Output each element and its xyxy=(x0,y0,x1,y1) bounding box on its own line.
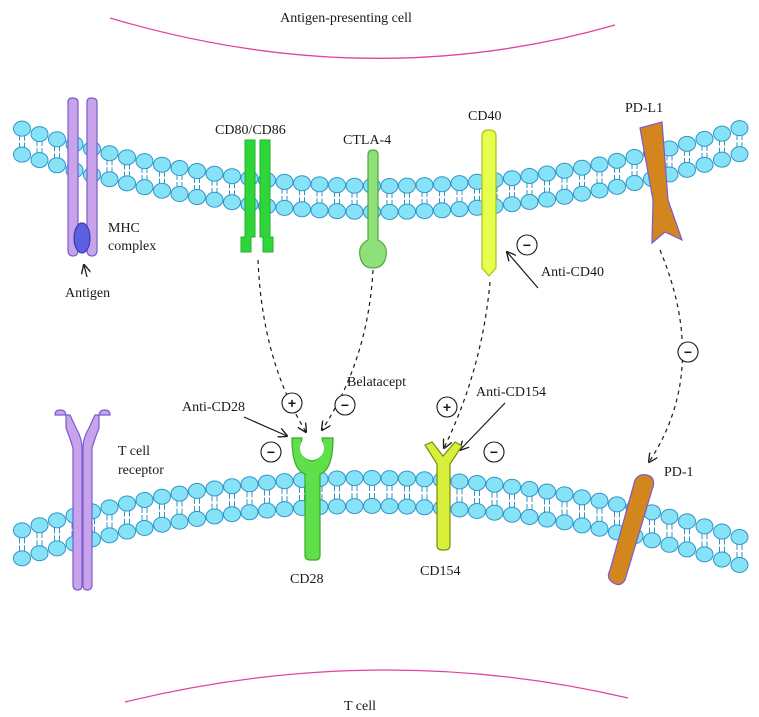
tcell-label: T cell xyxy=(344,699,376,714)
cd80-cd86-label: CD80/CD86 xyxy=(215,123,286,138)
pdl1-to-pd1-arrow xyxy=(649,249,684,462)
anti-cd154-minus-circle xyxy=(483,441,505,463)
cd40-plus-circle xyxy=(436,396,458,418)
costim-plus-circle xyxy=(281,392,303,414)
pdl1-receptor xyxy=(639,121,684,245)
cd154-receptor xyxy=(424,441,463,551)
anti-cd40-minus-sign: − xyxy=(523,237,531,253)
anti-cd154-label: Anti-CD154 xyxy=(476,385,546,400)
anti-cd28-arrow xyxy=(243,416,287,436)
anti-cd28-minus-sign: − xyxy=(267,444,275,460)
cd154-label: CD154 xyxy=(420,564,460,579)
costim-plus-sign: + xyxy=(288,395,296,411)
anti-cd40-arrow xyxy=(507,252,539,289)
belatacept-label: Belatacept xyxy=(347,375,406,390)
anti-cd28-minus-circle xyxy=(260,441,282,463)
ctla4-receptor xyxy=(359,149,387,269)
mhc-complex-label-2: complex xyxy=(108,239,156,254)
tcr-label-2: receptor xyxy=(118,463,164,478)
tcr-label: T cell xyxy=(118,444,150,459)
antigen-peptide xyxy=(73,222,91,254)
cd80-to-cd28-arrow xyxy=(257,259,306,432)
cd28-receptor xyxy=(291,436,334,561)
anti-cd154-minus-sign: − xyxy=(490,444,498,460)
pd1-minus-sign: − xyxy=(684,344,692,360)
ctla4-label: CTLA-4 xyxy=(343,133,391,148)
cd28-label: CD28 xyxy=(290,572,323,587)
belatacept-minus-sign: − xyxy=(341,397,349,413)
cd40-to-cd154-arrow xyxy=(444,281,491,448)
antigen-pointer xyxy=(84,265,87,278)
tcell-outline xyxy=(124,669,629,703)
t-cell-receptor xyxy=(54,409,111,591)
anti-cd40-label: Anti-CD40 xyxy=(541,265,604,280)
antigen-label: Antigen xyxy=(65,286,110,301)
pd1-minus-circle xyxy=(677,341,699,363)
pdl1-label: PD-L1 xyxy=(625,101,663,116)
anti-cd154-arrow xyxy=(460,402,506,450)
pd1-receptor xyxy=(607,474,655,586)
cd40-receptor xyxy=(481,129,497,277)
apc-cell-label: Antigen-presenting cell xyxy=(280,11,412,26)
mhc-complex xyxy=(67,97,98,257)
pd1-label: PD-1 xyxy=(664,465,694,480)
anti-cd28-label: Anti-CD28 xyxy=(182,400,245,415)
mhc-complex-label: MHC xyxy=(108,221,140,236)
cd40-plus-sign: + xyxy=(443,399,451,415)
anti-cd40-minus-circle xyxy=(516,234,538,256)
cd80-cd86-receptor xyxy=(240,139,274,253)
cd40-label: CD40 xyxy=(468,109,501,124)
belatacept-minus-circle xyxy=(334,394,356,416)
apc-cell-outline xyxy=(109,17,616,59)
